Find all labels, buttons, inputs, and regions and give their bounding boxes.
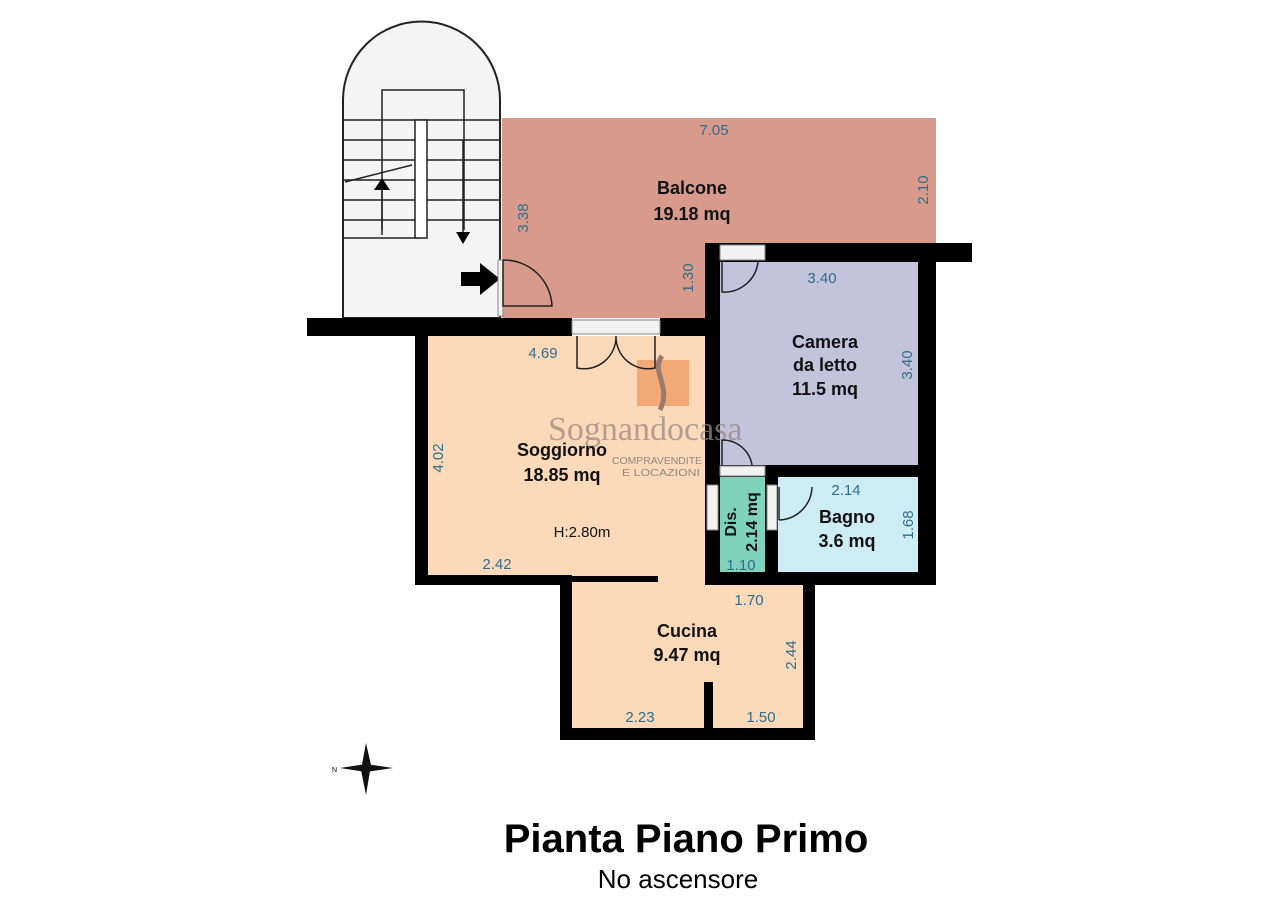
compass-north-label: N xyxy=(332,767,337,774)
watermark-logo: Sognandocasa COMPRAVENDITE E LOCAZIONI xyxy=(548,354,743,479)
watermark-line2: E LOCAZIONI xyxy=(622,468,700,479)
walls xyxy=(307,243,972,740)
stairwell xyxy=(342,20,501,319)
dim-label: 3.40 xyxy=(807,270,836,287)
dim-label: 2.23 xyxy=(625,709,654,726)
stair-down-arrow-icon xyxy=(456,232,470,244)
dim-label: 2.42 xyxy=(482,556,511,573)
entrance-arrow-icon xyxy=(461,263,500,295)
dim-label: 3.40 xyxy=(899,350,916,379)
balcone-area: 19.18 mq xyxy=(653,204,730,224)
stair-up-arrow-icon xyxy=(374,178,390,190)
camera-name: Camera xyxy=(792,332,859,352)
doors-windows xyxy=(497,244,813,531)
dim-label: 1.70 xyxy=(734,592,763,609)
dim-label: 2.14 xyxy=(831,482,860,499)
watermark-line1: COMPRAVENDITE xyxy=(612,456,702,467)
cucina-name: Cucina xyxy=(657,621,718,641)
camera-area: 11.5 mq xyxy=(792,379,858,399)
watermark-brand: Sognandocasa xyxy=(548,411,743,448)
dim-label: 4.69 xyxy=(528,345,557,362)
room-dis xyxy=(720,477,765,572)
dim-label: 4.02 xyxy=(430,443,447,472)
dim-label: 2.44 xyxy=(783,640,800,669)
room-cucina-fill xyxy=(572,576,803,728)
bagno-name: Bagno xyxy=(819,507,875,527)
balcone-name: Balcone xyxy=(657,178,727,198)
dim-label: 1.30 xyxy=(680,263,697,292)
soggiorno-name: Soggiorno xyxy=(517,440,607,460)
bagno-area: 3.6 mq xyxy=(818,531,875,551)
cucina-area: 9.47 mq xyxy=(653,645,720,665)
page-title: Pianta Piano Primo xyxy=(504,817,869,861)
camera-name-line2: da letto xyxy=(793,355,857,375)
dim-label: 1.68 xyxy=(900,510,917,539)
dim-label: 2.10 xyxy=(915,175,932,204)
room-camera xyxy=(720,262,918,465)
room-bagno xyxy=(778,477,918,572)
page-subtitle: No ascensore xyxy=(598,864,758,894)
compass-icon: N xyxy=(332,743,393,795)
dis-area: 2.14 mq xyxy=(744,492,761,552)
dim-label: 7.05 xyxy=(699,122,728,139)
ceiling-height: H:2.80m xyxy=(554,524,611,541)
dis-name: Dis. xyxy=(723,507,740,536)
room-balcone xyxy=(502,118,936,318)
dim-label: 1.50 xyxy=(746,709,775,726)
dim-label: 3.38 xyxy=(515,203,532,232)
soggiorno-area: 18.85 mq xyxy=(523,465,600,485)
dim-label: 1.10 xyxy=(726,557,755,574)
